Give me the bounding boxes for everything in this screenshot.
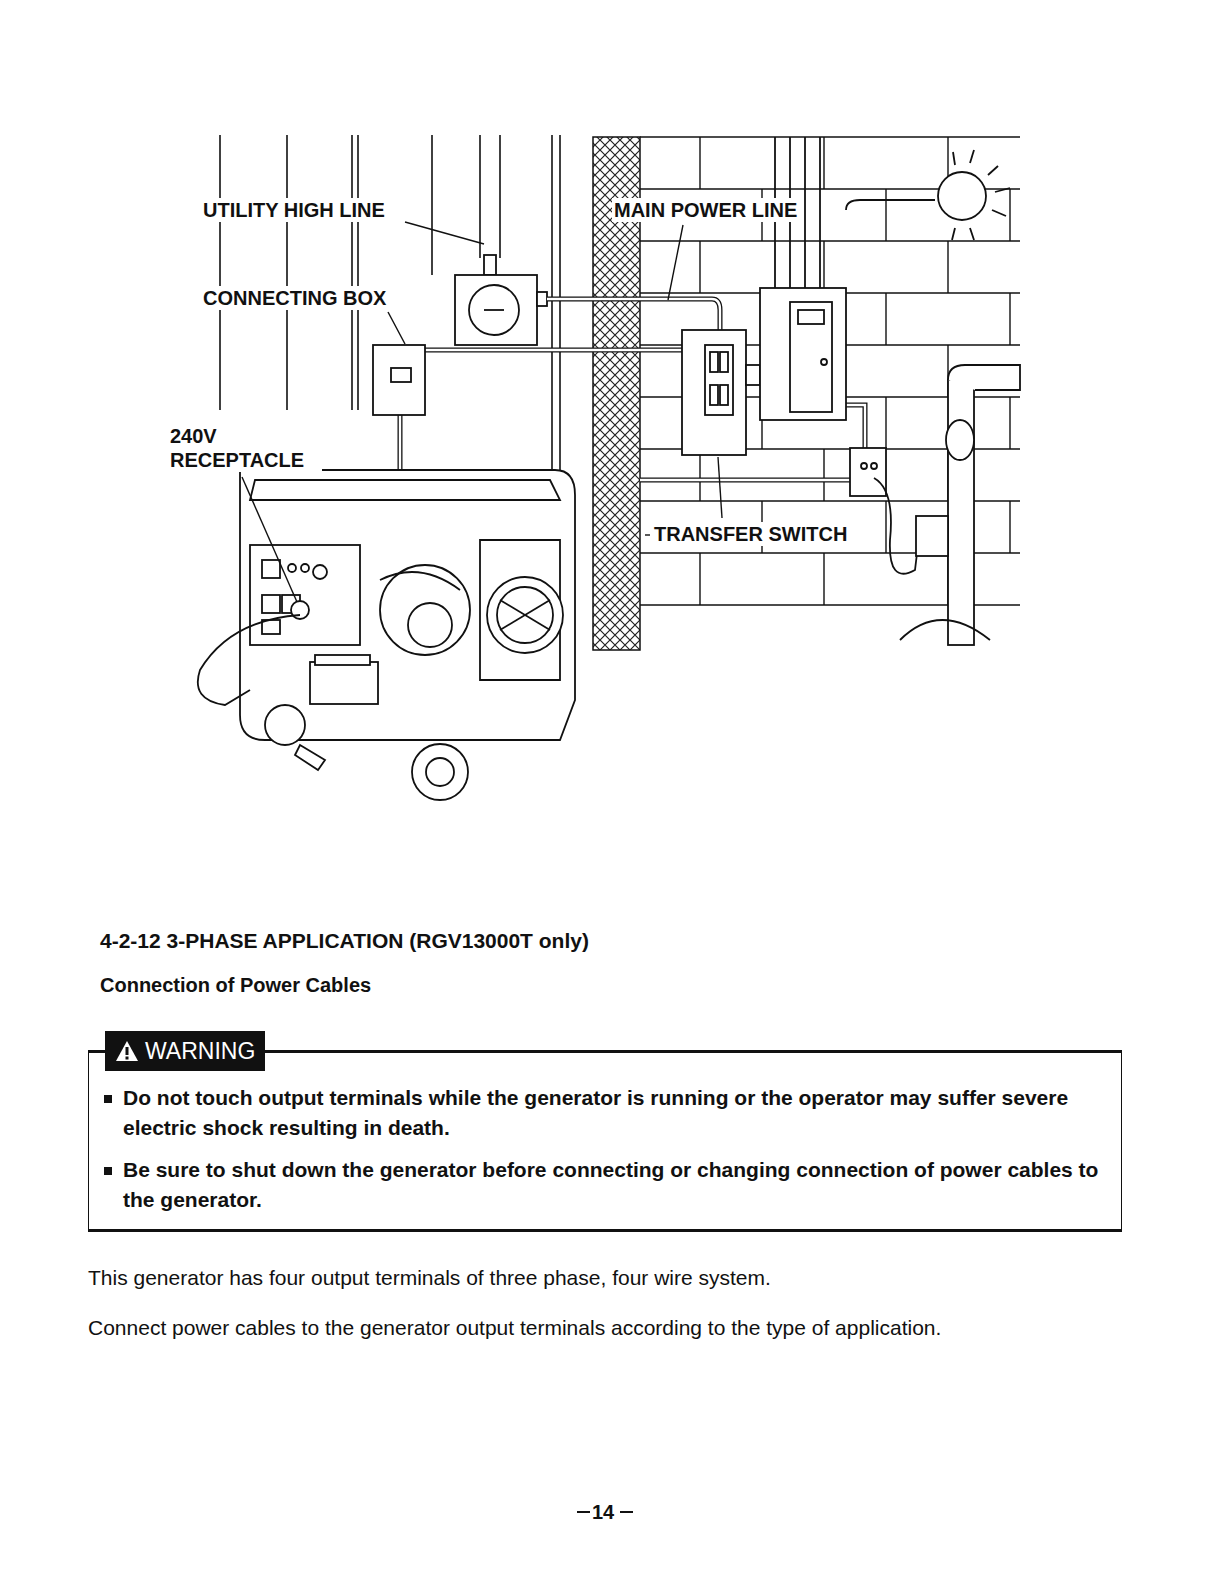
warning-icon — [115, 1040, 139, 1062]
body-text: This generator has four output terminals… — [88, 1265, 771, 1291]
callout-label: CONNECTING BOX — [201, 286, 388, 310]
conduit — [400, 299, 865, 480]
main-panel — [760, 137, 846, 420]
warning-item: Do not touch output terminals while the … — [123, 1083, 1105, 1143]
warning-item: Be sure to shut down the generator befor… — [123, 1155, 1105, 1215]
warning-heading: WARNING — [145, 1038, 255, 1064]
body-text: Connect power cables to the generator ou… — [88, 1315, 941, 1341]
connecting-box — [373, 345, 425, 415]
generator — [198, 470, 575, 800]
callout-label: 240V RECEPTACLE — [168, 424, 322, 472]
page-number: 14 — [592, 1500, 614, 1524]
leader-line — [242, 222, 722, 602]
callout-label: TRANSFER SWITCH — [652, 522, 849, 546]
meter — [455, 255, 547, 345]
outlet-and-pump — [850, 365, 1020, 645]
warning-tab: WARNING — [105, 1031, 265, 1071]
callout-label: UTILITY HIGH LINE — [201, 198, 387, 222]
callout-label: MAIN POWER LINE — [612, 198, 799, 222]
subheading: Connection of Power Cables — [100, 973, 371, 997]
light-bulb — [846, 150, 1010, 240]
transfer-switch — [682, 330, 760, 455]
warning-box: WARNINGDo not touch output terminals whi… — [88, 1050, 1122, 1232]
section-heading: 4-2-12 3-PHASE APPLICATION (RGV13000T on… — [100, 928, 589, 954]
